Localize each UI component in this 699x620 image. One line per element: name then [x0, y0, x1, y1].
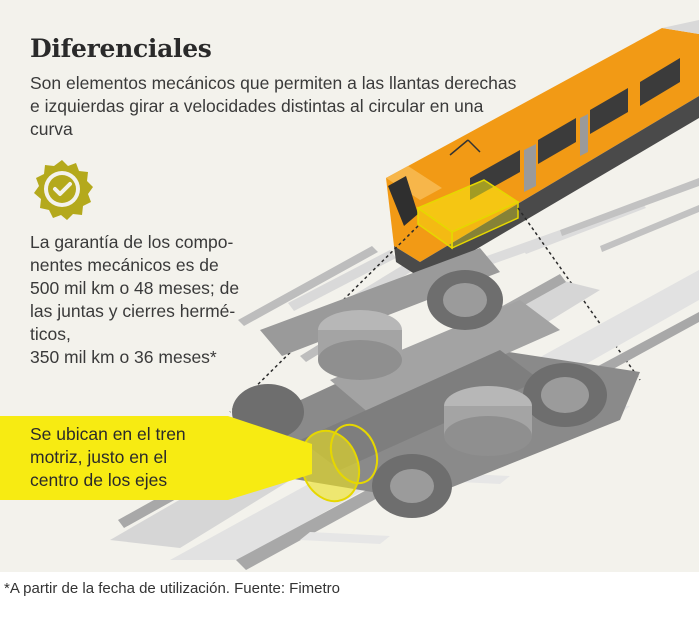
- location-line: Se ubican en el tren: [30, 424, 186, 444]
- intro-text: Son elementos mecánicos que permiten a l…: [30, 73, 517, 139]
- location-line: motriz, justo en el: [30, 447, 168, 467]
- warranty-line: ticos,: [30, 324, 71, 344]
- warranty-line: 500 mil km o 48 meses; de: [30, 278, 240, 298]
- warranty-line: nentes mecánicos es de: [30, 255, 219, 275]
- warranty-text: La garantía de los compo- nentes mecánic…: [30, 231, 292, 369]
- location-text: Se ubican en el tren motriz, justo en el…: [30, 423, 230, 492]
- check-badge-icon: [34, 160, 93, 220]
- warranty-line: 350 mil km o 36 meses*: [30, 347, 217, 367]
- train-differential-highlight: [416, 179, 520, 250]
- page-title: Diferenciales: [30, 34, 212, 63]
- location-line: centro de los ejes: [30, 470, 168, 490]
- bogie-differential-highlight: [299, 423, 379, 503]
- infographic-panel: Diferenciales Son elementos mecánicos qu…: [0, 0, 699, 572]
- warranty-line: La garantía de los compo-: [30, 232, 234, 252]
- location-label-box: [0, 416, 228, 500]
- source-footnote: *A partir de la fecha de utilización. Fu…: [4, 580, 341, 597]
- warranty-line: las juntas y cierres hermé-: [30, 301, 236, 321]
- label-pointer-arrow: [228, 416, 312, 500]
- train-illustration: [110, 20, 699, 570]
